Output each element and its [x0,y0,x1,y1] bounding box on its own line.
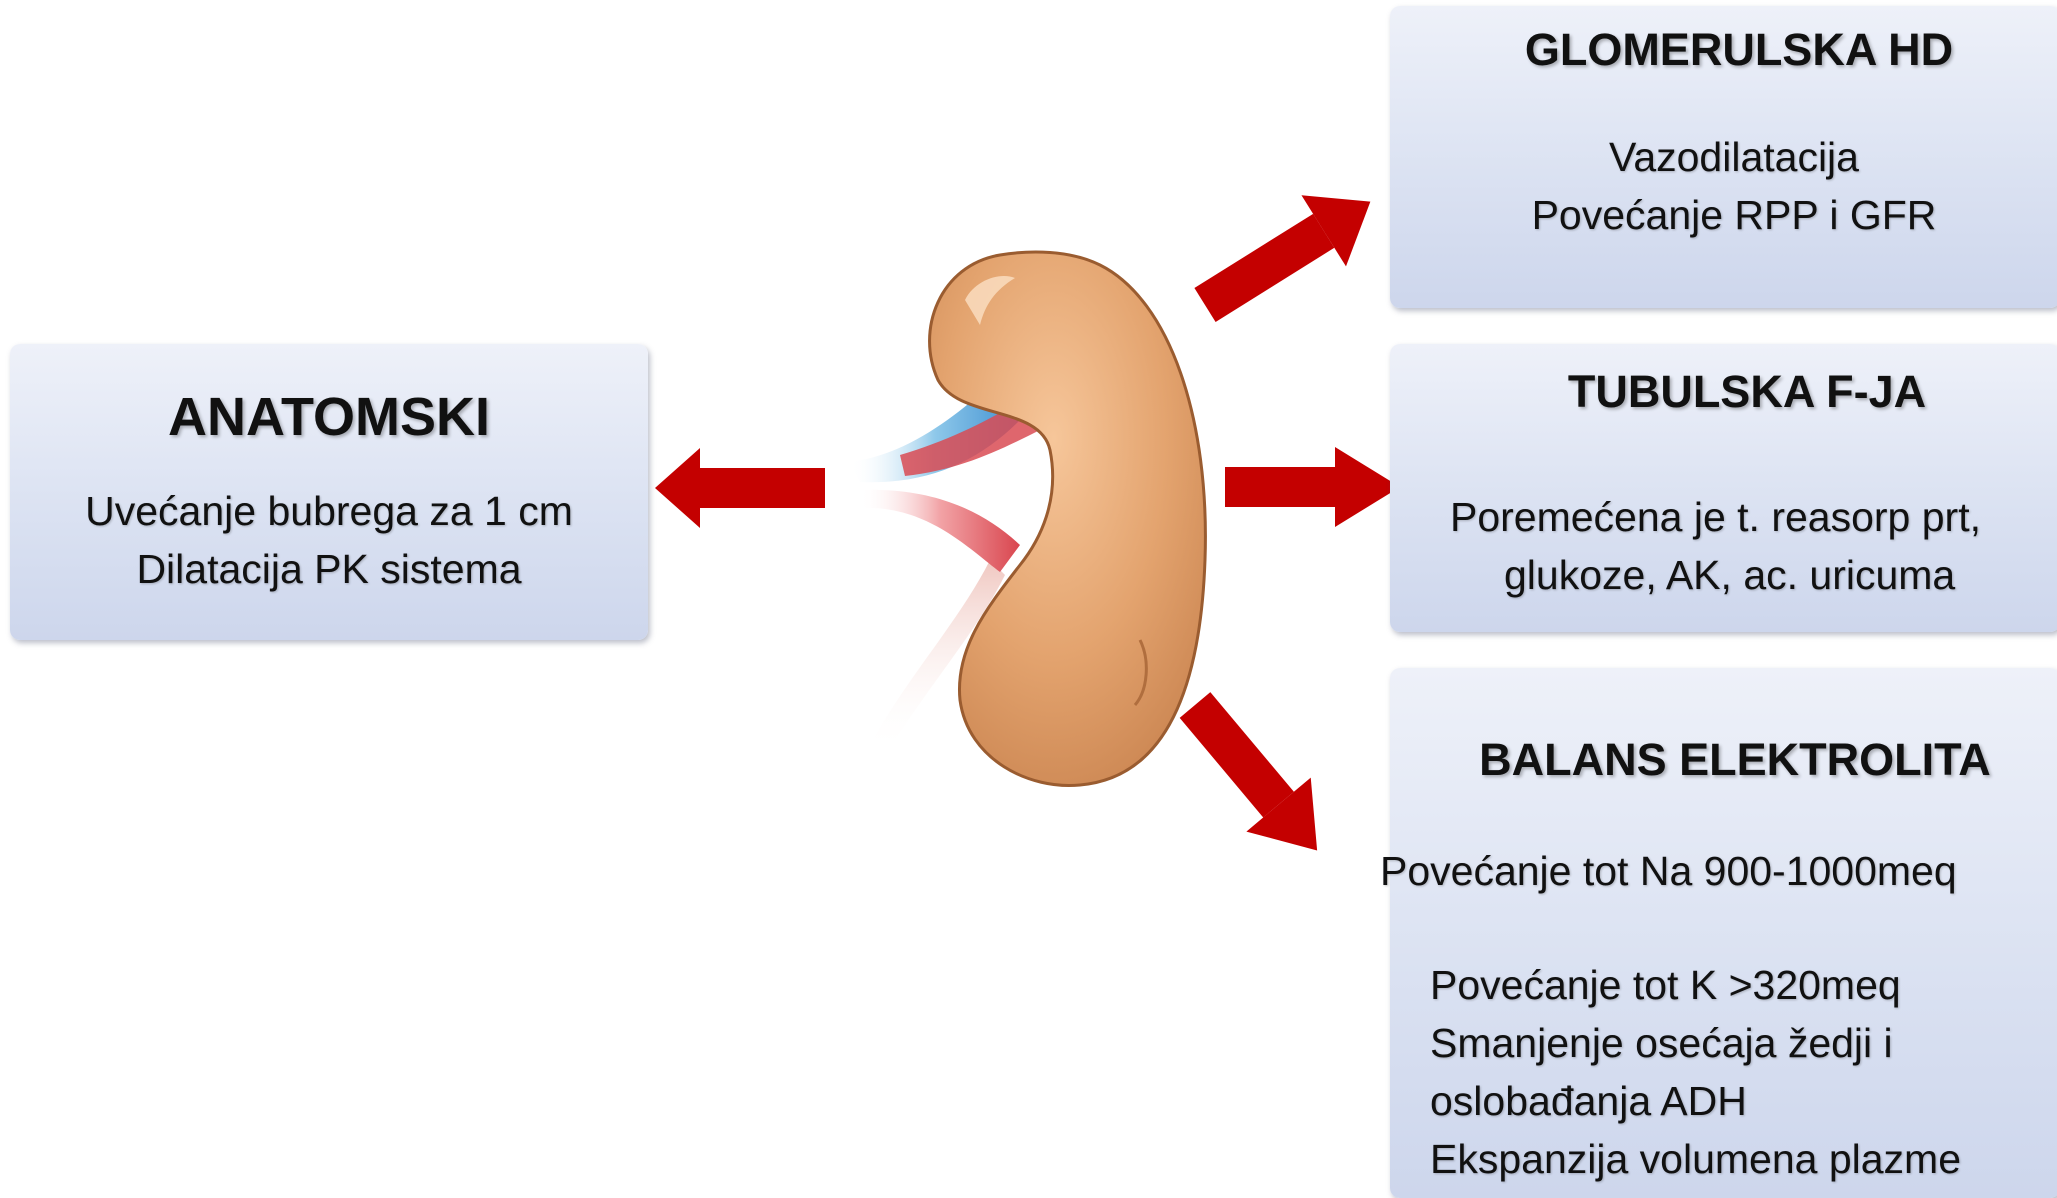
anatomski-title: ANATOMSKI [10,386,648,448]
balans-line: Smanjenje osećaja žedji i [1430,1020,1893,1067]
balans-line: Povećanje tot Na 900-1000meq [1380,848,1957,895]
kidney-notch [1135,640,1146,705]
balans-line: Povećanje tot K >320meq [1430,962,1901,1009]
glomerulska-title: GLOMERULSKA HD [1390,24,2057,76]
ureter-shape [870,560,1005,752]
vein-shape [850,390,1020,482]
kidney-icon [850,252,1205,786]
arrow-up-right [1183,166,1393,341]
arrow-left [655,448,825,528]
artery-shape [860,490,1020,572]
anatomski-line: Uvećanje bubrega za 1 cm [10,488,648,535]
kidney-highlight [965,276,1015,325]
tubulska-title: TUBULSKA F-JA [1390,366,2057,418]
kidney-body [930,252,1206,786]
balans-line: Ekspanzija volumena plazme [1430,1136,1961,1183]
anatomski-line: Dilatacija PK sistema [10,546,648,593]
tubulska-line: Poremećena je t. reasorp prt, [1450,494,1981,541]
tubulska-line: glukoze, AK, ac. uricuma [1504,552,1955,599]
anatomski-box: ANATOMSKI Uvećanje bubrega za 1 cm Dilat… [10,344,648,640]
balans-box: BALANS ELEKTROLITA Povećanje tot Na 900-… [1390,668,2057,1198]
glomerulska-box: GLOMERULSKA HD Vazodilatacija Povećanje … [1390,6,2057,308]
tubulska-box: TUBULSKA F-JA Poremećena je t. reasorp p… [1390,344,2057,632]
arrow-right [1225,447,1400,527]
balans-title: BALANS ELEKTROLITA [1390,734,2057,786]
balans-line: oslobađanja ADH [1430,1078,1747,1125]
glomerulska-line: Povećanje RPP i GFR [1390,192,2057,239]
glomerulska-line: Vazodilatacija [1390,134,2057,181]
arrow-down-right [1163,678,1349,878]
vessel-shape [900,395,1040,476]
